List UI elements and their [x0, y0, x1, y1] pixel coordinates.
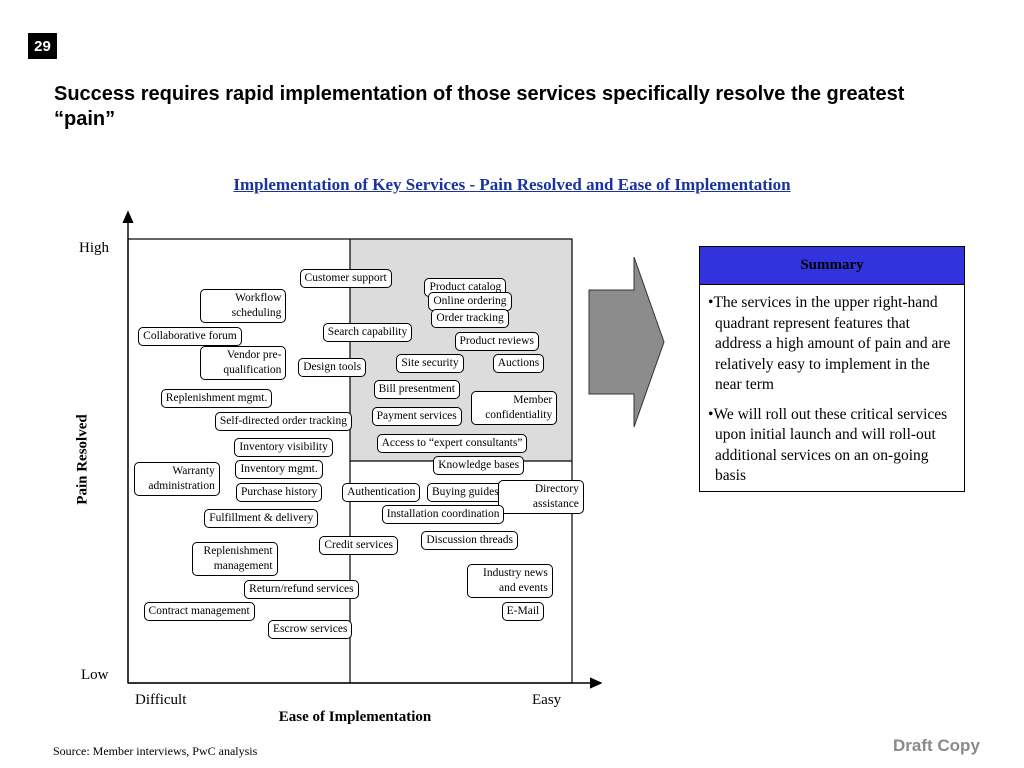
service-point: Credit services	[319, 535, 399, 555]
service-point: Replenishment mgmt.	[160, 389, 273, 409]
summary-list: •The services in the upper right-hand qu…	[700, 285, 964, 487]
y-axis-label: Pain Resolved	[74, 414, 91, 505]
service-point: Online ordering	[428, 291, 512, 311]
service-point: Authentication	[342, 482, 421, 502]
service-point: Search capability	[322, 322, 413, 342]
service-point: Return/refund services	[244, 580, 359, 600]
service-point: Buying guides	[426, 482, 504, 502]
summary-title: Summary	[700, 247, 964, 285]
service-point: Design tools	[298, 358, 367, 378]
service-point: E-Mail	[501, 602, 545, 622]
summary-bullet-text: We will roll out these critical services…	[713, 405, 948, 485]
service-point: Vendor pre-qualification	[200, 346, 287, 381]
service-point: Inventory visibility	[234, 438, 333, 458]
x-tick-difficult: Difficult	[135, 692, 187, 708]
service-point: Discussion threads	[421, 531, 518, 551]
service-point: Bill presentment	[373, 380, 460, 400]
service-point: Auctions	[492, 353, 545, 373]
x-tick-easy: Easy	[532, 692, 562, 708]
service-point: Collaborative forum	[138, 327, 242, 347]
service-point: Fulfillment & delivery	[204, 509, 319, 529]
service-point: Escrow services	[268, 620, 353, 640]
source-note: Source: Member interviews, PwC analysis	[53, 744, 258, 758]
service-point: Product reviews	[454, 331, 539, 351]
y-tick-low: Low	[81, 667, 109, 683]
arrow-to-summary-icon	[588, 256, 665, 428]
service-point: Purchase history	[235, 482, 323, 502]
service-point: Contract management	[143, 602, 255, 622]
service-point: Inventory mgmt.	[235, 460, 323, 480]
summary-bullet-text: The services in the upper right-hand qua…	[713, 294, 951, 393]
x-axis-label: Ease of Implementation	[278, 709, 432, 725]
y-tick-high: High	[79, 240, 109, 256]
service-point: Knowledge bases	[433, 455, 525, 475]
service-point: Site security	[396, 353, 464, 373]
service-point: Self-directed order tracking	[214, 411, 352, 431]
chart-title: Implementation of Key Services - Pain Re…	[233, 175, 791, 194]
slide-headline: Success requires rapid implementation of…	[54, 83, 905, 130]
draft-label: Draft Copy	[893, 736, 980, 755]
summary-bullet: •The services in the upper right-hand qu…	[708, 294, 951, 393]
service-point: Payment services	[371, 407, 462, 427]
page-number: 29	[28, 33, 57, 59]
service-point: Order tracking	[431, 309, 509, 329]
summary-bullet: •We will roll out these critical service…	[708, 405, 948, 485]
summary-box: Summary •The services in the upper right…	[699, 246, 965, 492]
service-point: Customer support	[299, 269, 392, 289]
service-point: Access to “expert consultants”	[376, 433, 528, 453]
service-point: Installation coordination	[381, 504, 505, 524]
